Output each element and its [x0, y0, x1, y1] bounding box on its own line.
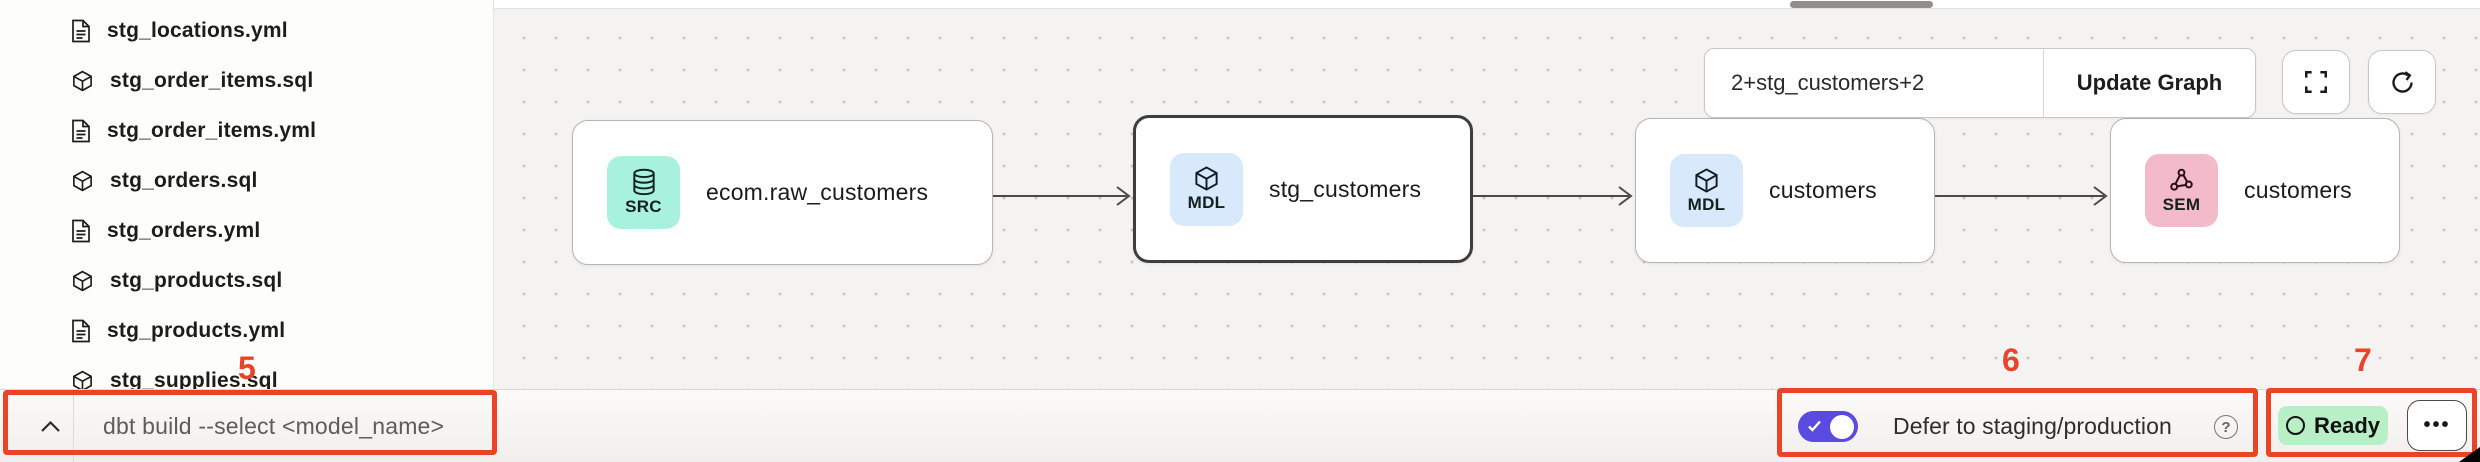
graph-node-source-ecom-raw-customers[interactable]: SRC ecom.raw_customers — [572, 120, 993, 265]
expand-command-panel-button[interactable] — [30, 390, 70, 462]
node-title: ecom.raw_customers — [706, 179, 929, 205]
semantic-network-icon — [2170, 168, 2193, 191]
file-item-stg-supplies-sql-partial[interactable]: stg_supplies.sql — [0, 356, 493, 389]
document-icon — [72, 319, 90, 343]
more-options-button[interactable]: ••• — [2407, 400, 2467, 451]
file-item-stg-order-items-sql[interactable]: stg_order_items.sql — [0, 56, 493, 106]
command-input[interactable]: dbt build --select <model_name> — [103, 413, 445, 439]
document-icon — [72, 19, 90, 43]
file-item-stg-products-yml[interactable]: stg_products.yml — [0, 306, 493, 356]
document-icon — [72, 119, 90, 143]
update-graph-button[interactable]: Update Graph — [2043, 49, 2255, 117]
node-type-badge-mdl: MDL — [1170, 152, 1243, 226]
fullscreen-icon — [2305, 71, 2327, 93]
node-type-label: MDL — [1187, 193, 1226, 212]
file-explorer-panel: stg_locations.yml stg_order_items.sql st… — [0, 0, 494, 389]
file-item-stg-locations-yml[interactable]: stg_locations.yml — [0, 6, 493, 56]
check-icon — [1808, 420, 1821, 432]
cube-icon — [1195, 166, 1218, 191]
edge-customers-to-semantic — [1935, 182, 2112, 210]
database-icon — [632, 168, 655, 196]
defer-label: Defer to staging/production — [1893, 413, 2172, 439]
file-item-stg-orders-sql[interactable]: stg_orders.sql — [0, 156, 493, 206]
chevron-up-icon — [40, 420, 60, 432]
cube-icon — [73, 170, 92, 192]
file-name: stg_order_items.yml — [107, 119, 317, 142]
node-type-badge-mdl: MDL — [1670, 154, 1743, 227]
node-type-badge-sem: SEM — [2145, 154, 2218, 227]
file-name: stg_orders.yml — [107, 219, 261, 242]
file-item-stg-products-sql[interactable]: stg_products.sql — [0, 256, 493, 306]
node-type-badge-src: SRC — [607, 156, 680, 229]
help-icon[interactable]: ? — [2214, 415, 2238, 439]
graph-node-customers-semantic[interactable]: SEM customers — [2110, 118, 2400, 263]
toggle-knob — [1830, 414, 1854, 439]
file-name: stg_products.sql — [110, 269, 283, 292]
fullscreen-button[interactable] — [2282, 50, 2350, 114]
graph-node-stg-customers[interactable]: MDL stg_customers — [1133, 115, 1473, 263]
file-name: stg_locations.yml — [107, 19, 288, 42]
command-bar: dbt build --select <model_name> Defer to… — [0, 389, 2480, 462]
edge-src-to-stg-customers — [993, 182, 1135, 210]
cube-icon — [73, 270, 92, 292]
graph-top-strip — [494, 0, 2480, 9]
cube-icon — [1695, 167, 1718, 193]
lineage-graph-canvas[interactable]: SRC ecom.raw_customers MDL stg_customers… — [494, 0, 2480, 389]
file-item-stg-order-items-yml[interactable]: stg_order_items.yml — [0, 106, 493, 156]
edge-stg-customers-to-customers — [1473, 182, 1637, 210]
refresh-icon — [2391, 70, 2413, 93]
node-type-label: MDL — [1687, 194, 1726, 214]
cube-icon — [73, 70, 92, 92]
file-name: stg_order_items.sql — [110, 69, 314, 92]
horizontal-scrollbar[interactable] — [1790, 1, 1933, 8]
defer-toggle[interactable] — [1798, 411, 1858, 442]
graph-selector-input[interactable]: 2+stg_customers+2 — [1731, 70, 1925, 95]
command-bar-divider — [73, 390, 74, 462]
file-item-stg-orders-yml[interactable]: stg_orders.yml — [0, 206, 493, 256]
status-label: Ready — [2313, 412, 2381, 438]
node-type-label: SRC — [625, 197, 662, 216]
file-name: stg_products.yml — [107, 319, 286, 342]
graph-node-customers-model[interactable]: MDL customers — [1635, 118, 1935, 263]
refresh-button[interactable] — [2368, 50, 2436, 114]
document-icon — [72, 219, 90, 243]
file-name: stg_supplies.sql — [110, 369, 278, 389]
cube-icon — [73, 370, 92, 389]
file-name: stg_orders.sql — [110, 169, 258, 192]
graph-selector-bar: 2+stg_customers+2 Update Graph — [1704, 48, 2256, 118]
status-circle-icon — [2285, 416, 2305, 435]
ide-status-badge[interactable]: Ready — [2278, 406, 2388, 445]
node-title: customers — [2244, 177, 2352, 203]
node-title: stg_customers — [1269, 175, 1422, 202]
node-title: customers — [1769, 177, 1877, 203]
node-type-label: SEM — [2162, 194, 2201, 214]
